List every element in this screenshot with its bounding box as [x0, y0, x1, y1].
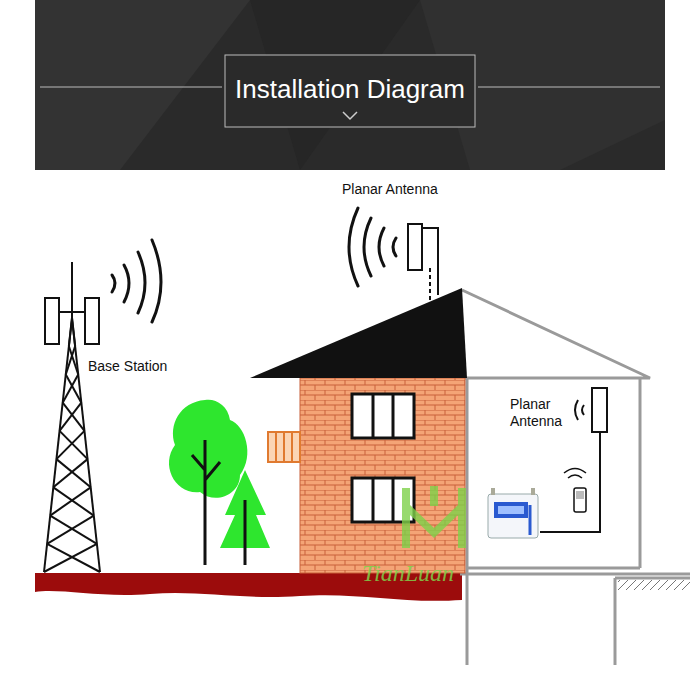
roof-antenna-waves: [349, 208, 396, 286]
base-station-tower: [44, 262, 100, 572]
antenna-label: Planar Antenna: [342, 181, 438, 198]
watermark-logo: [402, 486, 466, 548]
antenna-label: Planar Antenna: [510, 396, 568, 430]
base-station-label: Base Station: [88, 358, 167, 375]
repeater: [488, 488, 538, 538]
tower-waves: [112, 240, 161, 322]
roof: [250, 288, 467, 378]
watermark: TianLuan: [362, 560, 454, 587]
roof-antenna: [408, 224, 438, 300]
header-banner: [35, 0, 665, 170]
balcony: [268, 432, 300, 462]
indoor-antenna: [575, 388, 607, 432]
brick-house: [300, 378, 465, 573]
trees: [169, 400, 270, 565]
soil-hatch: [618, 580, 690, 590]
house-extension: [460, 290, 690, 665]
cable: [540, 432, 600, 532]
diagram-title: Installation Diagram: [225, 74, 475, 105]
phone: [564, 469, 586, 513]
